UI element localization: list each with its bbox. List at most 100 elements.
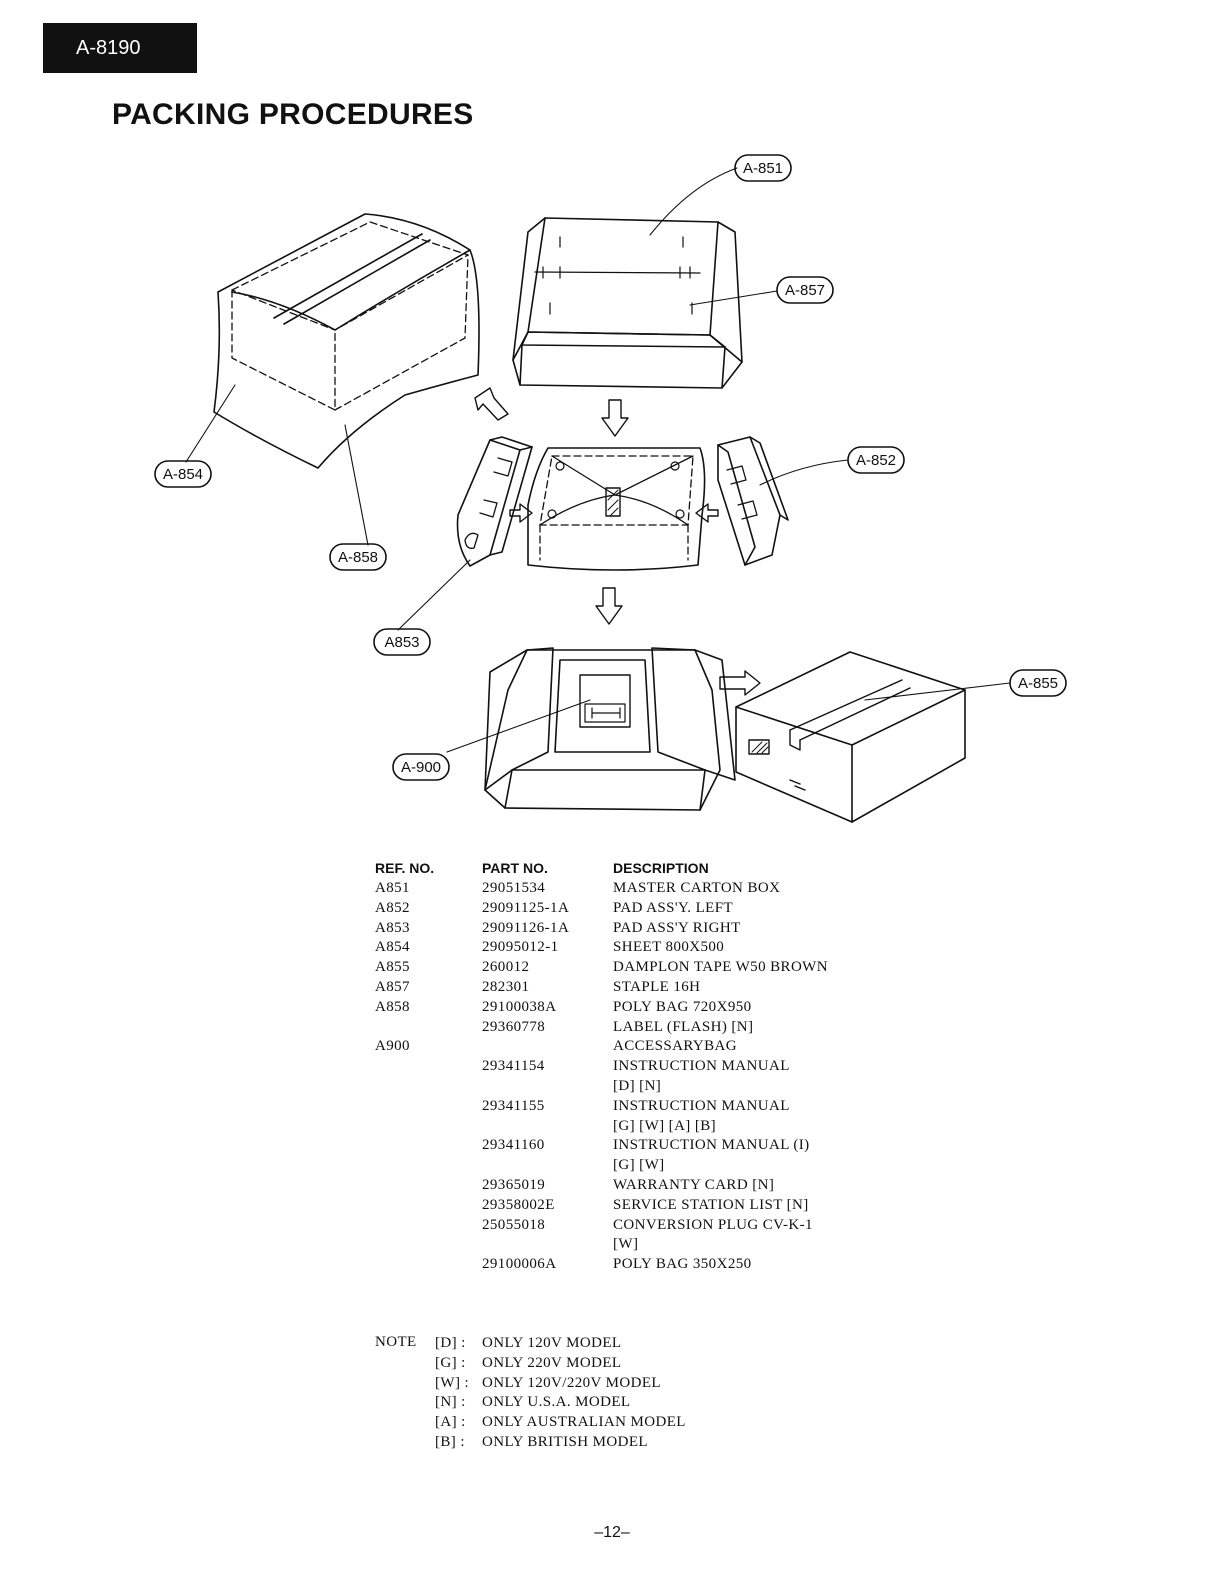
header-ref-no: REF. NO.: [375, 860, 435, 876]
part-no: 29095012-1: [482, 939, 559, 956]
description-codes: [G] [W] [A] [B]: [613, 1117, 717, 1134]
description: INSTRUCTION MANUAL: [613, 1058, 790, 1075]
ref-no: A858: [375, 998, 410, 1015]
table-row: 25055018 CONVERSION PLUG CV-K-1 [W]: [375, 1216, 875, 1256]
description-codes: [W]: [613, 1236, 639, 1253]
note-text: ONLY AUSTRALIAN MODEL: [482, 1414, 686, 1431]
description: MASTER CARTON BOX: [613, 880, 781, 896]
part-no: 25055018: [482, 1216, 546, 1233]
closed-carton-illustration: [735, 651, 966, 823]
callout-a851: A-851: [734, 154, 792, 182]
callout-a852: A-852: [847, 446, 905, 474]
ref-no: A851: [375, 880, 410, 896]
carton-top-illustration: [512, 217, 743, 389]
callout-a858: A-858: [329, 543, 387, 571]
part-no: 29358002E: [482, 1196, 555, 1213]
description: LABEL (FLASH) [N]: [613, 1018, 754, 1035]
part-no: 29341160: [482, 1137, 545, 1154]
page-number: –12–: [594, 1524, 630, 1541]
description: CONVERSION PLUG CV-K-1: [613, 1216, 813, 1233]
ref-no: A900: [375, 1038, 410, 1055]
table-row: 29360778 LABEL (FLASH) [N]: [375, 1018, 875, 1038]
flow-arrows: [474, 387, 761, 696]
table-row: 29365019 WARRANTY CARD [N]: [375, 1176, 875, 1196]
description: SERVICE STATION LIST [N]: [613, 1196, 809, 1213]
part-no: 29051534: [482, 880, 546, 896]
arrow-left-pad-in: [509, 503, 533, 523]
part-no: 282301: [482, 978, 530, 995]
note-code: [D] :: [435, 1335, 466, 1351]
description: WARRANTY CARD [N]: [613, 1176, 775, 1193]
table-row: A853 29091126-1A PAD ASS'Y RIGHT: [375, 919, 875, 939]
description: STAPLE 16H: [613, 978, 701, 995]
callout-a854-label: A-854: [163, 466, 203, 483]
note-code: [N] :: [435, 1394, 466, 1411]
part-no: 29365019: [482, 1176, 546, 1193]
part-no: 29341154: [482, 1058, 545, 1075]
header-part-no: PART NO.: [482, 860, 548, 876]
part-no: 29100006A: [482, 1256, 557, 1273]
part-no: 29360778: [482, 1018, 546, 1035]
pad-left-illustration: [456, 436, 533, 567]
ref-no: A852: [375, 899, 410, 916]
callout-a858-label: A-858: [338, 549, 378, 566]
callout-a854: A-854: [154, 460, 212, 488]
callout-a852-label: A-852: [856, 452, 896, 469]
table-row: A851 29051534 MASTER CARTON BOX: [375, 879, 875, 899]
page-title: PACKING PROCEDURES: [112, 98, 474, 131]
note-text: ONLY 120V/220V MODEL: [482, 1374, 661, 1391]
open-carton-illustration: [484, 647, 736, 811]
description: SHEET 800X500: [613, 939, 725, 956]
callout-a857-label: A-857: [785, 282, 825, 299]
callout-a853-label: A853: [384, 634, 419, 651]
description: PAD ASS'Y RIGHT: [613, 919, 741, 936]
note-text: ONLY U.S.A. MODEL: [482, 1394, 631, 1411]
callout-a853: A853: [373, 628, 431, 656]
note-text: ONLY 120V MODEL: [482, 1335, 622, 1351]
callout-a855: A-855: [1009, 669, 1067, 697]
arrow-carton-right: [719, 670, 761, 696]
arrow-bag-to-unit: [474, 387, 509, 421]
wrapped-unit-illustration: [527, 447, 706, 571]
note-label: NOTE: [375, 1334, 417, 1350]
leader-lines: [185, 167, 1011, 753]
header-description: DESCRIPTION: [613, 860, 709, 876]
ref-no: A853: [375, 919, 410, 936]
note-text: ONLY BRITISH MODEL: [482, 1433, 648, 1450]
parts-table-rows: A851 29051534 MASTER CARTON BOX A852 2909112…: [375, 879, 875, 1275]
callout-a900-label: A-900: [401, 759, 441, 776]
description: POLY BAG 720X950: [613, 998, 752, 1015]
table-row: A852 29091125-1A PAD ASS'Y. LEFT: [375, 899, 875, 919]
table-row: A900 ACCESSARYBAG: [375, 1037, 875, 1057]
note-code: [B] :: [435, 1433, 465, 1450]
pad-right-illustration: [717, 436, 789, 566]
callout-a851-label: A-851: [743, 160, 783, 177]
arrow-middle-down: [595, 587, 623, 625]
description-codes: [G] [W]: [613, 1157, 665, 1174]
note-text: ONLY 220V MODEL: [482, 1354, 622, 1371]
description: INSTRUCTION MANUAL (I): [613, 1137, 810, 1154]
arrow-top-down: [601, 399, 629, 437]
table-row: 29100006A POLY BAG 350X250: [375, 1255, 875, 1275]
table-row: 29358002E SERVICE STATION LIST [N]: [375, 1196, 875, 1216]
description: POLY BAG 350X250: [613, 1256, 752, 1273]
table-row: 29341160 INSTRUCTION MANUAL (I) [G] [W]: [375, 1136, 875, 1176]
description: PAD ASS'Y. LEFT: [613, 899, 734, 916]
ref-no: A855: [375, 959, 410, 976]
note-code: [W] :: [435, 1374, 470, 1391]
description: ACCESSARYBAG: [613, 1038, 738, 1055]
model-tag: A-8190: [43, 23, 197, 73]
part-no: 29091126-1A: [482, 919, 570, 936]
part-no: 29091125-1A: [482, 899, 570, 916]
callout-a855-label: A-855: [1018, 675, 1058, 692]
callout-a857: A-857: [776, 276, 834, 304]
arrow-right-pad-in: [695, 503, 719, 523]
note-code: [A] :: [435, 1414, 466, 1431]
packing-diagram: A-851 A-857 A-852 A-854 A-858 A853 A-855…: [154, 154, 1067, 823]
